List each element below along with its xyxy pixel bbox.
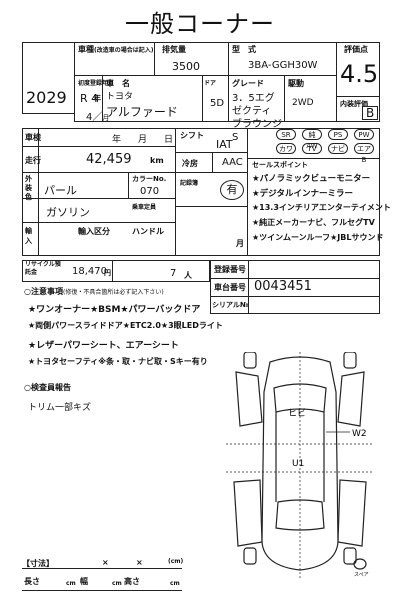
length-label: 長さ [24,577,40,586]
recycle-table [22,260,210,282]
color-no-label: カラーNo. [132,175,167,183]
dimensions-x-2: × [136,558,143,567]
dimensions-unit: (cm) [168,558,184,565]
first-reg-year: R 4 [80,92,99,105]
note-2: ★両側パワースライドドア★ETC2.0★3眼LEDライト [28,321,223,330]
specs-table [22,128,176,256]
color-value: パール [44,184,77,197]
passengers-unit: 人 [184,271,192,280]
month-unit-label: 月 [236,239,244,248]
shift-label: シフト [180,131,204,140]
width-unit: cm [112,580,122,587]
reg-label: 登録番号 [214,265,246,274]
record-label: 記録簿 [180,180,199,187]
grade-score-label: 評価点 [344,45,368,54]
type-code: 3BA-GGH30W [248,60,318,71]
model-label: 車種(改造車の場合は記入) [78,45,154,54]
selling-point-3: ★13.3インチリアエンターテイメント [252,203,391,212]
car-outline [233,352,367,571]
first-reg-month: 4／月 [86,112,110,123]
mileage-value: 42,459 [86,152,132,167]
dimensions-label: 【寸法】 [22,559,54,568]
selling-point-1: ★パノラミックビューモニター [252,174,371,184]
selling-points-label: セールスポイント [252,161,308,169]
displacement-label: 排気量 [162,45,186,54]
damage-mark-u1: U1 [292,459,304,469]
chassis-no: 0043451 [254,279,312,294]
recycle-unit: 円 [104,269,111,277]
car-diagram: ヒビ U1 W2 スペア [226,352,374,578]
inspector-label: ○検査員報告 [24,383,71,392]
note-1: ★ワンオーナー★BSM★パワーバックドア [28,305,201,315]
option-tv: TV [302,143,322,154]
option-navi: ナビ [328,143,348,154]
mileage-unit: km [150,156,164,165]
chassis-label: 車台番号 [214,283,246,292]
length-unit: cm [66,580,76,587]
capacity-label: 乗車定員 [132,204,157,211]
import-col-2: ハンドル [132,227,164,236]
drive-value: 2WD [292,98,314,108]
first-reg-label: 初度登録年月 [78,80,115,87]
interior-score-box [362,106,378,120]
spare-caption: スペア [354,572,369,578]
fuel-value: ガソリン [46,206,90,219]
mileage-label: 走行 [25,156,41,165]
grade-value: 3．5エグゼクティ ブラウンジS [232,93,282,143]
shift-table [176,128,248,256]
dimensions-x-1: × [102,558,109,567]
grade-score: 4.5 [340,60,379,88]
import-col-1: 輸入区分 [78,227,110,236]
serial-label: シリアル№ [212,301,249,309]
shift-value: IAT [216,138,233,151]
recycle-label: リサイクル預託金 [25,261,61,276]
selling-point-4: ★純正メーカーナビ、フルセグTV [252,218,375,227]
displacement-value: 3500 [172,60,200,73]
registration-table [210,260,380,314]
recycle-value: 18,470 [72,266,107,277]
exterior-label: 外装色 [25,175,32,201]
inspector-text: トリム一部キズ [28,403,92,413]
height-unit: cm [170,580,180,587]
grade-col-label: グレード [232,79,264,88]
option-aw: 純AW [302,129,322,150]
option-leather: カワ [276,143,296,154]
car-name: アルファード [106,105,178,119]
lot-number-box [22,42,74,114]
inspection-label: 車検 [25,133,41,142]
drive-label: 駆動 [288,79,304,88]
passengers-value: 7 [170,268,177,279]
note-4: ★トヨタセーフティ※条・取・ナビ取・Sキー有り [28,357,208,366]
lot-number: 2029 [26,88,67,107]
interior-label: 内装評価 [340,100,368,108]
doors-value: 5D [210,98,225,109]
damage-mark-crack: ヒビ [288,408,306,419]
option-airbag: エアB [354,143,374,164]
record-circle: 有 [220,180,244,200]
ac-label: 冷房 [182,159,198,168]
header-table [74,42,380,122]
selling-point-2: ★デジタルインナーミラー [252,189,353,199]
car-maker: トヨタ [106,92,134,102]
type-label: 型 式 [232,45,256,54]
option-ps: PS [328,129,348,140]
width-label: 幅 [80,577,88,586]
damage-mark-w2: W2 [352,429,367,439]
car-name-label: 車 名 [106,79,130,88]
height-label: 高さ [124,577,140,586]
doors-label: ドア [204,80,217,87]
note-3: ★レザーパワーシート、エアーシート [28,341,179,351]
interior-score: B [366,106,375,120]
options-block [248,128,380,256]
selling-point-5: ★ツインムーンルーフ★JBLサウンド [252,233,384,242]
import-label: 輸入 [25,227,32,245]
option-pw: PW [354,129,374,140]
color-no-value: 070 [140,186,160,197]
option-sr: SR [276,129,296,140]
ac-value: AAC [222,157,243,168]
page-title: 一般コーナー [125,10,275,38]
year-unit: 年 [93,94,101,103]
inspection-date: 年 月 日 [112,135,178,145]
notes-label: ○注意事項(修復・不具合箇所は必ず記入下さい) [24,287,164,296]
